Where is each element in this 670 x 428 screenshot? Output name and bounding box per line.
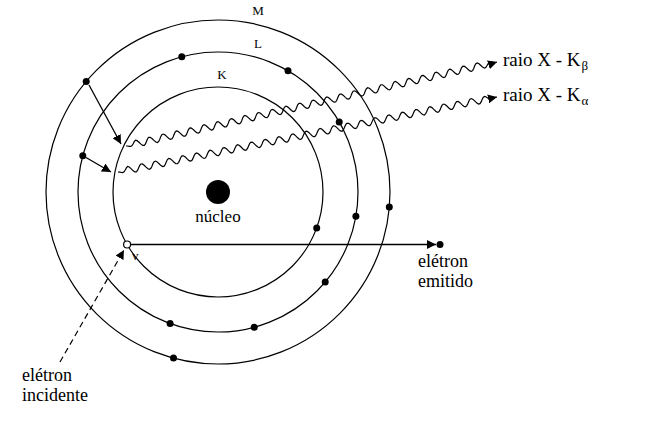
shell-l	[78, 52, 358, 332]
electron	[285, 67, 292, 74]
electron	[167, 320, 174, 327]
electron	[313, 224, 320, 231]
electron-label: elétron incidente	[22, 366, 88, 406]
x-ray-waves	[118, 62, 497, 173]
shell-label: L	[254, 37, 262, 51]
nucleus-label: núcleo	[195, 208, 240, 227]
vacancy-label: v	[132, 249, 139, 263]
electron	[251, 324, 258, 331]
x-ray-wave	[118, 96, 497, 172]
electron	[386, 204, 393, 211]
vacancy	[124, 241, 131, 248]
electron-label: elétron emitido	[418, 252, 473, 292]
shell-label: K	[217, 68, 226, 82]
electron	[178, 53, 185, 60]
emitted-electron-path	[131, 244, 436, 245]
electron	[79, 152, 86, 159]
transition-arrow	[86, 158, 111, 173]
electron	[352, 213, 359, 220]
electron	[336, 119, 343, 126]
nucleus	[206, 180, 230, 204]
electrons	[79, 53, 393, 361]
electron	[83, 78, 90, 85]
electron	[322, 279, 329, 286]
x-ray-subscript: β	[582, 59, 589, 73]
x-ray-label: raio X - K	[503, 50, 581, 71]
x-ray-subscript: α	[582, 94, 589, 108]
x-ray-label: raio X - K	[503, 85, 581, 106]
incident-electron-path	[60, 250, 124, 362]
shell-k	[113, 87, 323, 297]
shell-m	[46, 20, 390, 364]
x-ray-wave	[126, 62, 497, 147]
emitted-electron	[437, 241, 444, 248]
shell-label: M	[252, 4, 264, 18]
transition-arrow	[89, 85, 121, 144]
electron	[170, 355, 177, 362]
